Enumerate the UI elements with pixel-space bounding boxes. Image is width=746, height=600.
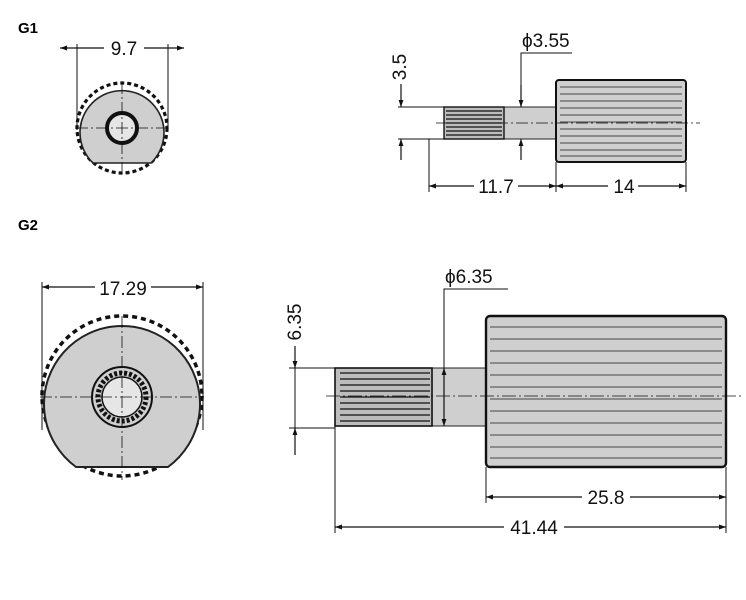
g2-section: G2 17.29 bbox=[18, 217, 742, 539]
g2-height-dim-label: 6.35 bbox=[285, 304, 306, 341]
g1-length-a-label: 11.7 bbox=[478, 177, 514, 198]
g1-front-view: 9.7 bbox=[60, 38, 184, 176]
g2-front-dim-label: 17.29 bbox=[99, 279, 147, 300]
g1-length-b-label: 14 bbox=[613, 177, 635, 198]
g2-knurled-rim bbox=[40, 314, 204, 478]
g2-length-b-label: 41.44 bbox=[510, 518, 558, 539]
g2-side-view: 6.35 ϕ6.35 25.8 41.44 bbox=[285, 267, 742, 539]
g2-label: G2 bbox=[18, 217, 38, 234]
g2-knurled-knob bbox=[484, 314, 728, 469]
g2-front-view: 17.29 bbox=[40, 277, 204, 480]
g1-front-dim-label: 9.7 bbox=[111, 39, 137, 60]
g1-label: G1 bbox=[18, 20, 38, 37]
g2-diameter-dim-label: ϕ6.35 bbox=[445, 267, 493, 288]
g2-length-a-label: 25.8 bbox=[588, 488, 625, 509]
g1-side-view: 3.5 ϕ3.55 11.7 14 bbox=[390, 31, 700, 198]
g1-height-dim-label: 3.5 bbox=[390, 54, 411, 80]
g1-diameter-dim-label: ϕ3.55 bbox=[522, 31, 570, 52]
g1-section: G1 9.7 bbox=[18, 20, 700, 198]
